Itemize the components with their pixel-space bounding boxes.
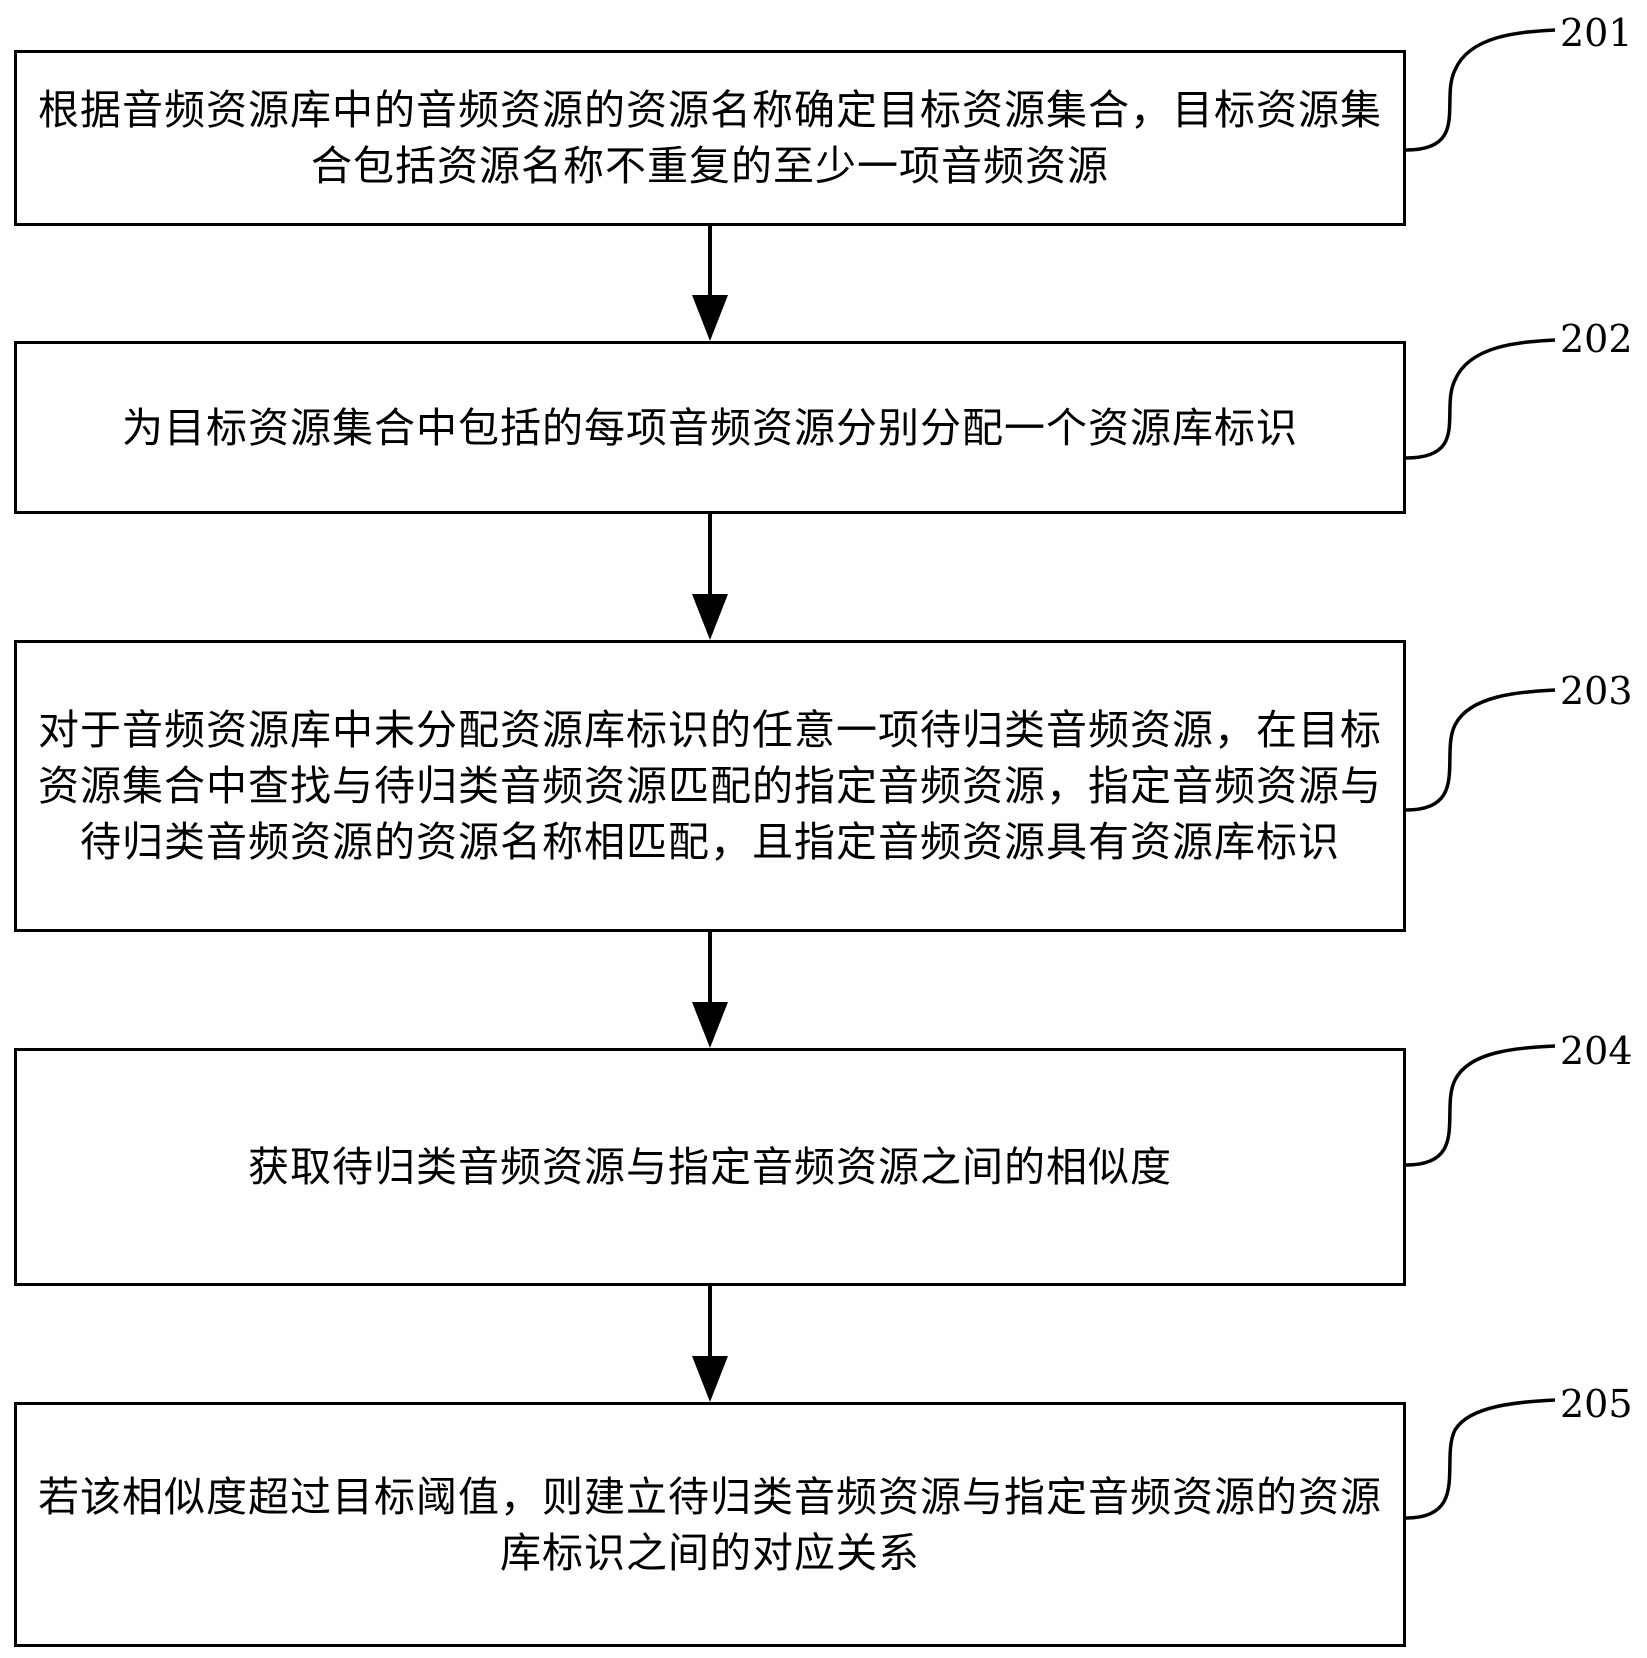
step-201-label: 201 — [1560, 11, 1633, 55]
step-203-label: 203 — [1560, 669, 1633, 713]
step-202-label: 202 — [1560, 317, 1633, 361]
step-204-box: 获取待归类音频资源与指定音频资源之间的相似度 — [14, 1048, 1406, 1286]
leader-line-202 — [1405, 338, 1556, 460]
leader-line-203 — [1405, 688, 1556, 812]
step-202-text: 为目标资源集合中包括的每项音频资源分别分配一个资源库标识 — [122, 403, 1298, 452]
step-204-text: 获取待归类音频资源与指定音频资源之间的相似度 — [248, 1143, 1172, 1191]
leader-line-205 — [1405, 1398, 1556, 1520]
step-204-label: 204 — [1560, 1029, 1633, 1073]
step-205-text: 若该相似度超过目标阈值，则建立待归类音频资源与指定音频资源的资源库标识之间的对应… — [38, 1472, 1382, 1577]
step-203-text: 对于音频资源库中未分配资源库标识的任意一项待归类音频资源，在目标资源集合中查找与… — [38, 706, 1382, 866]
leader-line-201 — [1405, 28, 1556, 152]
step-202-box: 为目标资源集合中包括的每项音频资源分别分配一个资源库标识 — [14, 341, 1406, 514]
arrow-203-to-204 — [692, 932, 728, 1048]
arrow-202-to-203 — [692, 514, 728, 640]
step-201-box: 根据音频资源库中的音频资源的资源名称确定目标资源集合，目标资源集合包括资源名称不… — [14, 50, 1406, 226]
arrow-204-to-205 — [692, 1286, 728, 1402]
step-203-box: 对于音频资源库中未分配资源库标识的任意一项待归类音频资源，在目标资源集合中查找与… — [14, 640, 1406, 932]
step-201-text: 根据音频资源库中的音频资源的资源名称确定目标资源集合，目标资源集合包括资源名称不… — [38, 86, 1382, 190]
arrow-201-to-202 — [692, 226, 728, 341]
leader-line-204 — [1405, 1044, 1556, 1167]
step-205-label: 205 — [1560, 1382, 1633, 1426]
step-205-box: 若该相似度超过目标阈值，则建立待归类音频资源与指定音频资源的资源库标识之间的对应… — [14, 1402, 1406, 1647]
